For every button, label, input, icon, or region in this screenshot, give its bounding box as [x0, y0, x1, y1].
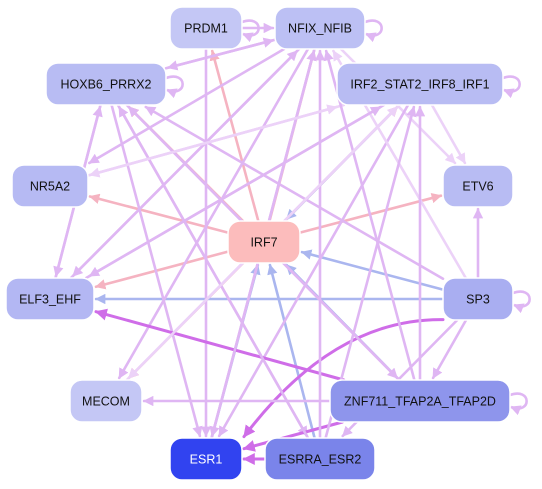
edge-sp3-to-esr1 — [242, 318, 445, 439]
node-box-znf711[interactable] — [329, 379, 511, 423]
edge-irf2-to-esr1 — [217, 103, 410, 438]
node-irf2[interactable]: IRF2_STAT2_IRF8_IRF1 — [336, 62, 504, 106]
node-label-sp3: SP3 — [466, 293, 490, 307]
node-box-prdm1[interactable] — [169, 6, 243, 50]
node-label-elf3: ELF3_EHF — [19, 293, 81, 307]
edge-znf711-to-nfix — [323, 49, 416, 382]
node-label-znf711: ZNF711_TFAP2A_TFAP2D — [344, 395, 496, 409]
node-label-prdm1: PRDM1 — [184, 22, 228, 36]
node-layer: PRDM1 NFIX_NFIB HOXB6_PRRX2 IRF2_STAT2_IRF8… — [5, 6, 514, 481]
node-esr1[interactable]: ESR1 — [169, 437, 243, 481]
edge-irf2-to-etv6 — [430, 103, 467, 165]
edge-nr5a2-to-irf2 — [86, 104, 338, 177]
edge-znf711-to-elf3 — [94, 308, 346, 382]
edge-irf7-to-elf3 — [94, 250, 230, 290]
edge-layer — [53, 19, 531, 465]
node-label-etv6: ETV6 — [462, 180, 493, 194]
edge-esrra-to-irf7 — [267, 263, 316, 440]
node-sp3[interactable]: SP3 — [442, 277, 514, 321]
node-nr5a2[interactable]: NR5A2 — [11, 164, 89, 208]
edge-elf3-to-irf2 — [84, 105, 382, 280]
node-box-esr1[interactable] — [169, 437, 243, 481]
node-label-hoxb6: HOXB6_PRRX2 — [60, 78, 151, 92]
edge-elf3-to-nfix — [69, 49, 299, 280]
node-box-irf7[interactable] — [227, 220, 301, 264]
self-loop-hoxb6 — [165, 75, 184, 99]
node-box-etv6[interactable] — [442, 164, 514, 208]
node-elf3[interactable]: ELF3_EHF — [5, 277, 95, 321]
node-nfix[interactable]: NFIX_NFIB — [274, 6, 366, 50]
node-esrra[interactable]: ESRRA_ESR2 — [264, 437, 376, 481]
node-label-irf2: IRF2_STAT2_IRF8_IRF1 — [350, 78, 489, 92]
node-hoxb6[interactable]: HOXB6_PRRX2 — [45, 62, 167, 106]
edge-nfix-to-mecom — [117, 47, 310, 380]
edge-sp3-to-znf711 — [431, 318, 468, 380]
node-label-irf7: IRF7 — [250, 236, 277, 250]
node-box-nfix[interactable] — [274, 6, 366, 50]
edge-hoxb6-to-esr1 — [110, 103, 203, 438]
node-znf711[interactable]: ZNF711_TFAP2A_TFAP2D — [329, 379, 511, 423]
node-box-irf2[interactable] — [336, 62, 504, 106]
node-etv6[interactable]: ETV6 — [442, 164, 514, 208]
node-irf7[interactable]: IRF7 — [227, 220, 301, 264]
self-loop-znf711 — [509, 392, 528, 416]
node-mecom[interactable]: MECOM — [69, 379, 143, 423]
edge-hoxb6-to-nfix — [164, 37, 275, 70]
node-label-nr5a2: NR5A2 — [30, 180, 70, 194]
edge-znf711-to-esr1 — [242, 420, 345, 452]
node-box-mecom[interactable] — [69, 379, 143, 423]
self-loop-sp3 — [512, 290, 531, 314]
node-box-nr5a2[interactable] — [11, 164, 89, 208]
node-label-nfix: NFIX_NFIB — [288, 22, 352, 36]
node-box-elf3[interactable] — [5, 277, 95, 321]
self-loop-nfix — [364, 19, 383, 43]
self-loop-irf2 — [502, 75, 521, 99]
node-label-esr1: ESR1 — [190, 453, 223, 467]
node-label-mecom: MECOM — [82, 395, 130, 409]
node-label-esrra: ESRRA_ESR2 — [279, 453, 362, 467]
self-loop-prdm1 — [241, 19, 260, 43]
edge-sp3-to-hoxb6 — [144, 105, 445, 281]
node-prdm1[interactable]: PRDM1 — [169, 6, 243, 50]
node-box-hoxb6[interactable] — [45, 62, 167, 106]
node-box-esrra[interactable] — [264, 437, 376, 481]
node-box-sp3[interactable] — [442, 277, 514, 321]
edge-esrra-to-hoxb6 — [117, 105, 310, 440]
